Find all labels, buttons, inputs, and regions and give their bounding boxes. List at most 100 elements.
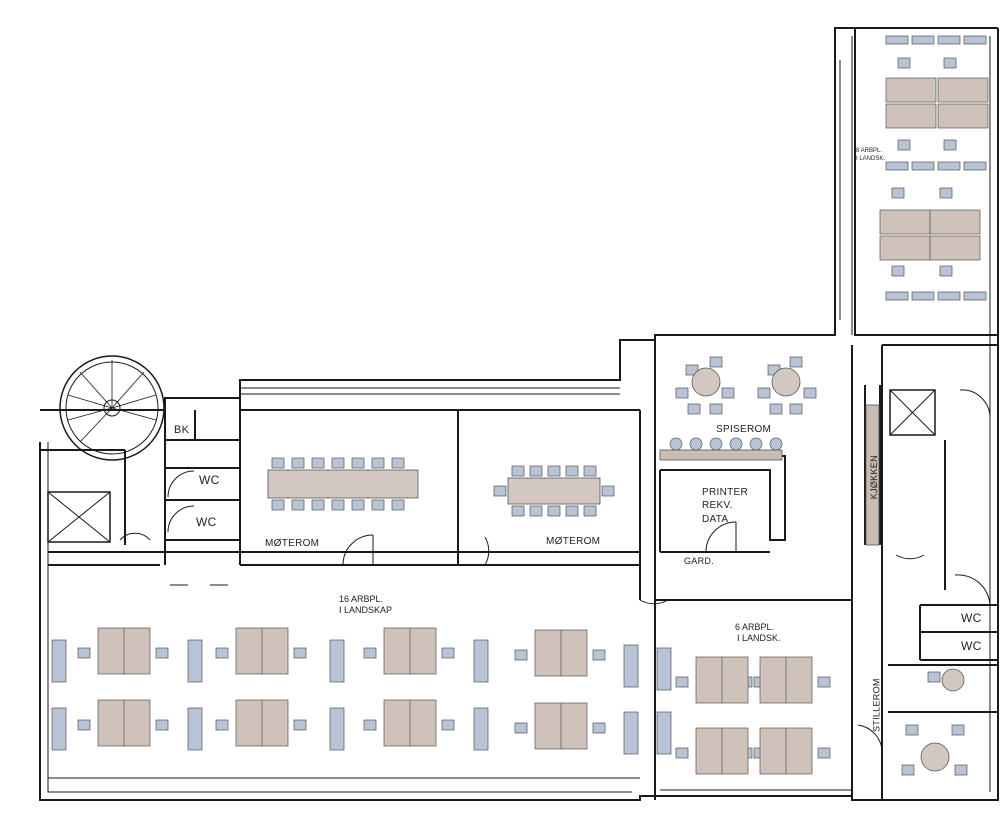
chair (675, 387, 689, 399)
printer-label: PRINTER (702, 487, 748, 498)
storage-cabinet (329, 639, 345, 683)
dining-tables (691, 367, 801, 397)
window-bench (911, 35, 935, 45)
spiral-staircase (59, 355, 165, 461)
chair (897, 57, 911, 69)
desk-cluster (929, 235, 981, 261)
bar-stool (729, 437, 743, 451)
storage-cabinet (329, 707, 345, 751)
chair (891, 187, 905, 199)
chair (954, 764, 968, 776)
chair (547, 465, 561, 477)
chair (789, 403, 803, 415)
windows (48, 60, 852, 791)
desk-cluster (885, 77, 937, 103)
chair (371, 457, 385, 469)
chair (351, 499, 365, 511)
window-bench (911, 161, 935, 171)
chair (293, 647, 307, 659)
desk-cluster (929, 209, 981, 235)
chair (592, 722, 606, 734)
quiet-room-label: STILLEROM (871, 678, 882, 733)
window-bench (963, 35, 987, 45)
walls (39, 27, 999, 801)
chair (363, 647, 377, 659)
meeting-room-left-label: MØTEROM (265, 538, 320, 549)
window-bench (885, 161, 909, 171)
chair (601, 485, 615, 497)
chair (271, 499, 285, 511)
chair (511, 505, 525, 517)
storage-cabinet (51, 639, 67, 683)
printer-rekv-label: REKV. (702, 500, 733, 511)
chair (351, 457, 365, 469)
meeting-room-right-label: MØTEROM (546, 536, 601, 547)
storage-cabinet (656, 647, 672, 691)
zone-8-line2: I LANDSK. (856, 156, 886, 162)
chair (441, 647, 455, 659)
storage-cabinet (473, 707, 489, 751)
bar-stool (769, 437, 783, 451)
chair (897, 139, 911, 151)
cleaning-room-label: BK (174, 424, 190, 436)
wc-right-top-label: WC (961, 611, 982, 625)
desk-cluster (879, 235, 931, 261)
workstation-desks (51, 35, 989, 775)
desk-cluster (885, 103, 937, 129)
chair (331, 499, 345, 511)
chair (291, 457, 305, 469)
bar-stool (669, 437, 683, 451)
chair (514, 722, 528, 734)
storage-cabinet (187, 639, 203, 683)
chair (943, 139, 957, 151)
chair (685, 364, 699, 376)
chair (391, 499, 405, 511)
chair (493, 485, 507, 497)
window-bench (963, 161, 987, 171)
doors (119, 389, 991, 751)
quiet-room-furniture (920, 668, 965, 772)
chair (583, 505, 597, 517)
zone-16-line1: 16 ARBPL. (339, 594, 384, 604)
chair (514, 649, 528, 661)
zone-6-line1: 6 ARBPL. (735, 622, 775, 632)
chair (769, 403, 783, 415)
chair (271, 457, 285, 469)
storage-cabinet (656, 711, 672, 755)
window-bench (885, 291, 909, 301)
chair (441, 719, 455, 731)
chair (311, 499, 325, 511)
wc-left-top-label: WC (199, 473, 220, 487)
zone-16-line2: I LANDSKAP (339, 605, 393, 615)
storage-cabinet (51, 707, 67, 751)
chair (817, 747, 831, 759)
chair (293, 719, 307, 731)
chair (939, 187, 953, 199)
chair (675, 747, 689, 759)
chair (943, 57, 957, 69)
chair (817, 676, 831, 688)
chair (789, 356, 803, 368)
storage-cabinet (623, 711, 639, 755)
window-bench (937, 291, 961, 301)
wardrobe-label: GARD. (684, 556, 715, 566)
chair (901, 764, 915, 776)
chair (155, 719, 169, 731)
chair (675, 676, 689, 688)
elevator-left (47, 491, 111, 543)
window-bench (885, 35, 909, 45)
chair (757, 387, 771, 399)
chair (583, 465, 597, 477)
chair (215, 647, 229, 659)
window-bench (937, 35, 961, 45)
chair (709, 356, 723, 368)
chair (391, 457, 405, 469)
kitchen-label: KJØKKEN (868, 455, 879, 500)
chair (311, 457, 325, 469)
chair (565, 465, 579, 477)
chair (215, 719, 229, 731)
dining-room-label: SPISEROM (716, 424, 772, 435)
window-bench (937, 161, 961, 171)
chair (905, 724, 919, 736)
kitchen-counter (659, 404, 880, 546)
